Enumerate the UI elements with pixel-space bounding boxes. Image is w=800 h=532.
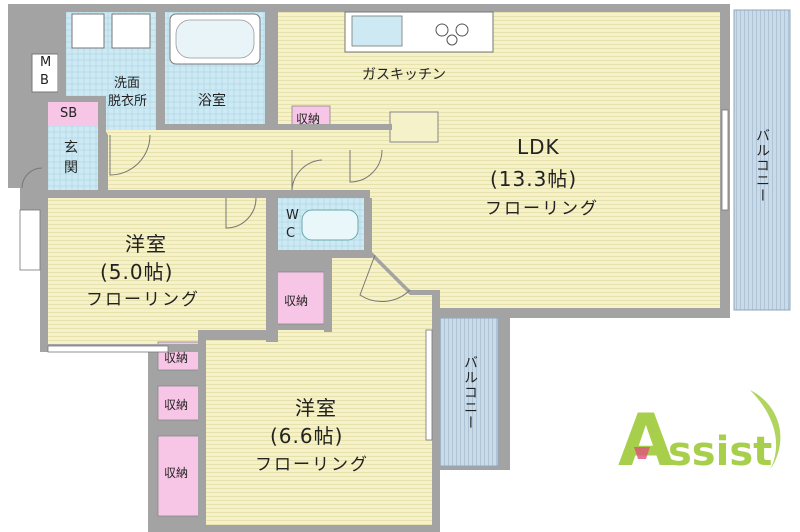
western1-title: 洋室 [125,232,167,256]
wc-label-c: C [286,226,296,241]
storage-left1-label: 収納 [164,351,189,365]
stove-burner-1 [435,23,449,37]
mb-label-b: B [40,73,49,88]
sb-area [48,102,98,126]
entrance-floor [48,126,98,192]
bathtub-inner [175,19,255,59]
storage-top-label: 収納 [296,112,321,126]
ldk-floor-label: フローリング [485,199,599,219]
washer [111,13,151,49]
entrance-label: 玄関 [64,138,80,178]
logo-word: ssist [668,429,772,475]
entrance-text: 玄関 [64,140,78,176]
balcony-lower [439,317,499,467]
storage-mid-label: 収納 [284,294,309,308]
storage-left2-box [157,385,203,421]
storage-left2-label: 収納 [164,398,189,412]
door-swings [21,134,411,303]
western2-floor [206,255,432,525]
stove-burner-3 [446,34,458,46]
sb-label: SB [60,106,78,121]
western2-floor-label: フローリング [255,455,369,475]
mb-label-m: M [40,55,52,70]
western1-floor [48,198,266,348]
wc-label-w: W [286,208,299,223]
western2-title: 洋室 [295,396,337,420]
fridge-space [389,111,439,143]
western2-size: (6.6帖) [270,424,344,448]
washroom-label-2: 脱衣所 [108,94,148,109]
bath-label: 浴室 [198,93,226,109]
ldk-floor [278,12,720,308]
ldk-size: (13.3帖) [490,167,578,191]
wash-basin [71,13,105,49]
washroom-label-1: 洗面 [114,76,141,91]
western1-floor-label: フローリング [86,290,200,310]
sink [351,15,403,47]
assist-logo: A ssist [618,390,781,480]
western1-size: (5.0帖) [100,260,174,284]
storage-left3-box [157,435,203,517]
logo-swoosh [750,390,781,470]
hall-floor-2 [280,135,345,195]
hall-floor [105,130,292,198]
toilet [301,209,359,241]
balcony-right [733,9,791,311]
ldk-title: LDK [517,135,560,159]
windows [19,109,729,441]
logo-letter-a: A [618,398,674,480]
balcony-lower-label: バルコニー [462,355,478,430]
kitchen-label: ガスキッチン [362,67,446,83]
stove-burner-2 [455,23,469,37]
storage-left3-label: 収納 [164,466,189,480]
balcony-right-label: バルコニー [754,128,770,203]
logo-accent [634,447,650,459]
